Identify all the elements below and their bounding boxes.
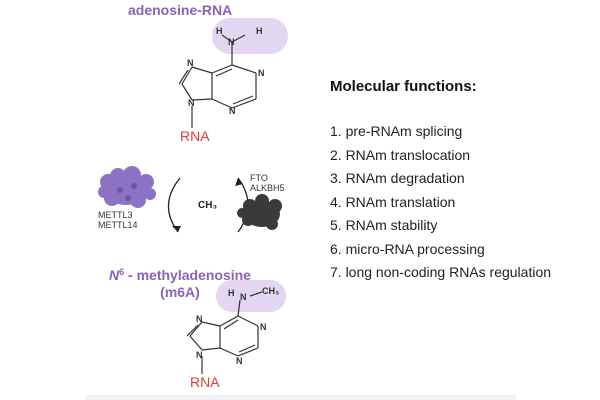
enzyme-alkbh5: ALKBH5 [250,183,285,193]
eraser-enzymes: FTO ALKBH5 [250,173,285,193]
title-n: N [109,267,120,283]
methylation-arrow [167,177,181,233]
bottom-adenine-bonds [186,291,263,374]
atom-n: N [258,68,265,78]
atom-ch3: CH₃ [262,286,279,296]
atom-n: N [236,356,243,366]
top-rna-label: RNA [180,128,210,144]
atom-n: N [229,106,236,116]
title-superscript: 6 [119,267,125,277]
list-item: 3. RNAm degradation [330,170,465,186]
list-item: 1. pre-RNAm splicing [330,123,463,139]
list-item: 6. micro-RNA processing [330,240,485,257]
atom-n: N [228,37,235,47]
atom-n: N [196,350,203,360]
top-amine-highlight [212,18,288,54]
atom-n: N [260,322,267,332]
atom-h: H [256,26,263,36]
arrowhead-icon [172,226,181,232]
atom-h: H [216,26,223,36]
footer-divider [86,395,516,400]
enzyme-fto: FTO [250,173,268,183]
m6a-title-line2: (m6A) [160,284,200,300]
writer-protein-icon [98,166,156,208]
writer-enzymes: METTL3 METTL14 [98,210,138,230]
m6a-title: N6 - methyladenosine (m6A) [100,264,260,301]
list-item: 4. RNAm translation [330,193,456,210]
bottom-rna-label: RNA [190,374,220,390]
list-item: 2. RNAm translocation [330,146,471,163]
eraser-protein-icon [237,194,282,230]
atom-h: H [228,288,235,298]
enzyme-mettl3: METTL3 [98,210,133,220]
atom-n: N [196,314,203,324]
bottom-atom-labels: H N CH₃ N N N N [196,286,279,366]
enzyme-mettl14: METTL14 [98,220,138,230]
atom-n: N [187,58,194,68]
writer-protein-shading [117,183,137,201]
atom-n: N [240,292,247,302]
title-rest: - methyladenosine [124,267,251,283]
top-atom-labels: H N H N N N N [187,26,265,116]
arrowhead-icon [235,178,243,186]
functions-title: Molecular functions: [330,78,477,95]
top-adenine-bonds [178,34,257,128]
methyl-group-label: CH₃ [198,200,218,211]
functions-list: 1. pre-RNAm splicing 2. RNAm translocati… [330,120,580,285]
adenosine-title: adenosine-RNA [128,2,233,18]
m6a-title-line1: N6 - methyladenosine [100,264,260,284]
atom-n: N [188,98,195,108]
list-item: 5. RNAm stability [330,217,438,233]
list-item: 7. long non-coding RNAs regulation [330,264,552,280]
